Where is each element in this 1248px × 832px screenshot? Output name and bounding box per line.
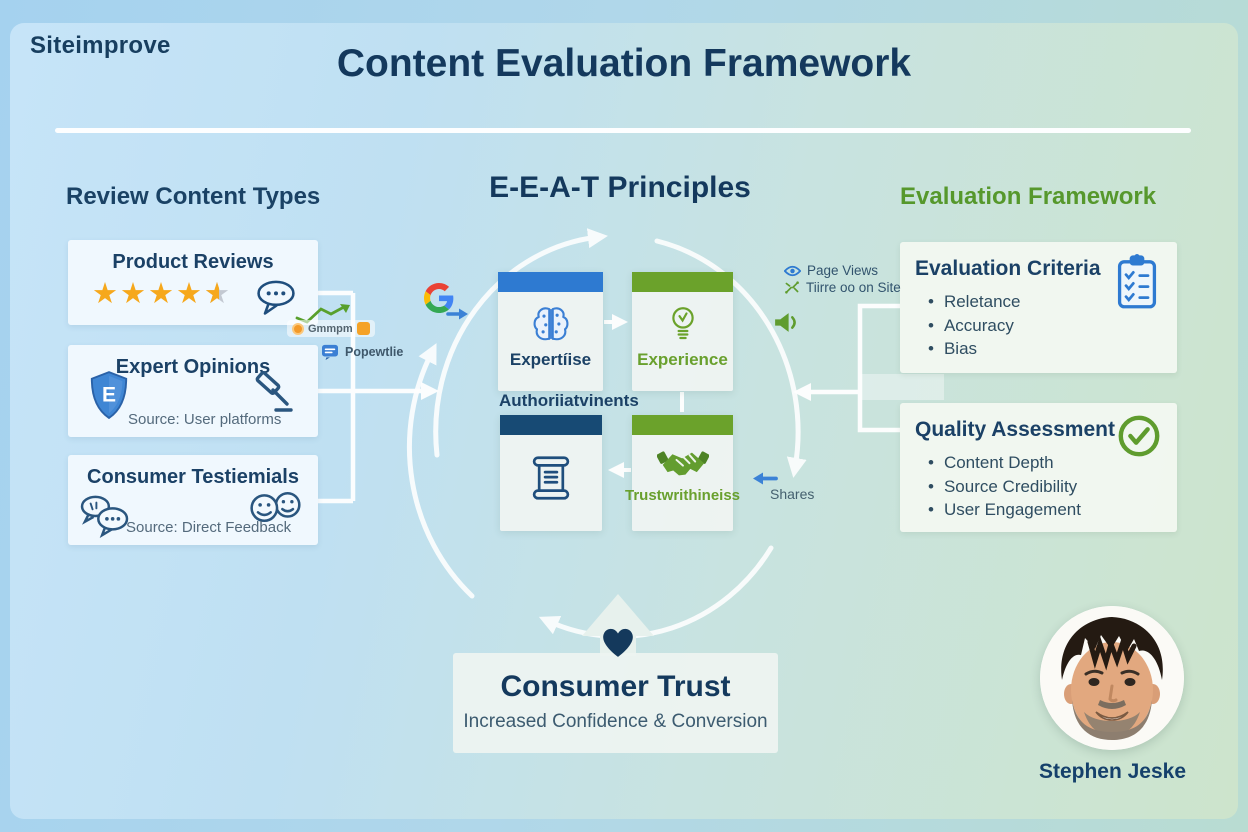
comment-bubble-icon (257, 280, 295, 315)
half-star-icon (204, 280, 232, 309)
checklist-clipboard-icon (1117, 254, 1157, 309)
list-item: User Engagement (928, 498, 1177, 522)
right-column-heading: Evaluation Framework (900, 183, 1157, 210)
brain-icon (533, 307, 568, 341)
expertise-card: Expertíise (498, 272, 603, 391)
page-title: Content Evaluation Framework (336, 42, 912, 85)
consumer-testimonials-card: Consumer Testiemials Source: Direct Feed… (68, 455, 318, 545)
card-title: Product Reviews (112, 251, 274, 273)
star-rating (92, 278, 232, 310)
star-icon (120, 278, 148, 310)
author-name: Stephen Jeske (1038, 760, 1187, 783)
list-item: Bias (928, 337, 1177, 361)
trust-title: Consumer Trust (500, 670, 731, 703)
expert-shield-icon: E (90, 371, 128, 420)
annotation-chip: Popewtlie (321, 344, 403, 360)
author-portrait (1040, 606, 1184, 750)
scroll-icon (532, 456, 570, 500)
check-circle-icon (1118, 415, 1160, 457)
list-item: Content Depth (928, 451, 1177, 475)
expert-opinions-card: Expert Opinions E Source: User platforms (68, 345, 318, 437)
criteria-list: Reletance Accuracy Bias (900, 290, 1177, 361)
center-column-heading: E-E-A-T Principles (489, 171, 751, 204)
consumer-trust-box: Consumer Trust Increased Confidence & Co… (453, 653, 778, 753)
list-item: Reletance (928, 290, 1177, 314)
experience-card: Experience (632, 272, 733, 391)
authoritativeness-label: Authoriiatvinents (499, 391, 639, 410)
time-on-site-icon (785, 281, 799, 294)
source-label: Source: Direct Feedback (126, 519, 292, 536)
list-item: Source Credibility (928, 475, 1177, 499)
metric-label: Page Views (807, 263, 879, 278)
left-column-heading: Review Content Types (66, 183, 321, 210)
divider-line (55, 128, 1191, 133)
page-views-icon (784, 265, 801, 276)
card-title: Evaluation Criteria (915, 257, 1101, 280)
metric-row: Tiirre oo on Site (784, 280, 901, 295)
card-title: Expert Opinions (115, 356, 271, 378)
orange-dot-icon (292, 322, 304, 335)
quality-assessment-card: Quality Assessment Content Depth Source … (900, 403, 1177, 532)
trustworthiness-card: Trustwrithineiss (625, 415, 740, 531)
shares-label: Shares (770, 486, 815, 502)
shares-left-arrow-icon (753, 472, 778, 485)
star-icon (176, 278, 204, 310)
author-avatar (1040, 606, 1184, 750)
card-header-bar (500, 415, 602, 435)
gavel-icon (255, 371, 293, 412)
card-header-bar (498, 272, 603, 292)
heart-icon (603, 628, 633, 657)
testimonial-bubbles-icon (80, 495, 129, 538)
quality-list: Content Depth Source Credibility User En… (900, 451, 1177, 522)
card-title: Consumer Testiemials (87, 466, 299, 488)
handshake-icon (656, 451, 709, 476)
shield-letter: E (102, 384, 116, 407)
card-label: Trustwrithineiss (624, 487, 741, 504)
blue-right-arrow-icon (446, 308, 468, 320)
star-icon (148, 278, 176, 310)
trust-subtitle: Increased Confidence & Conversion (463, 711, 768, 732)
list-item: Accuracy (928, 314, 1177, 338)
metric-label: Tiirre oo on Site (806, 280, 901, 295)
card-header-bar (632, 272, 733, 292)
evaluation-criteria-card: Evaluation Criteria Reletance Accuracy B… (900, 242, 1177, 373)
annotation-chip: Gmmpm (287, 320, 375, 337)
authoritativeness-card (500, 415, 602, 531)
brand-logo: Siteimprove (30, 32, 171, 59)
chip-label: Gmmpm (308, 322, 353, 335)
metric-row: Page Views (784, 263, 901, 278)
chat-app-icon (322, 344, 338, 360)
orange-square-icon (356, 322, 370, 335)
card-header-bar (632, 415, 733, 435)
card-label: Experience (637, 350, 728, 369)
card-label: Expertíise (509, 350, 592, 369)
volume-icon (775, 313, 796, 332)
source-label: Source: User platforms (128, 411, 282, 428)
smiley-faces-icon (250, 491, 301, 523)
star-icon (92, 278, 120, 310)
product-reviews-card: Product Reviews (68, 240, 318, 325)
engagement-metrics: Page Views Tiirre oo on Site (784, 263, 901, 297)
chip-label: Popewtlie (345, 345, 404, 359)
lightbulb-icon (671, 307, 694, 340)
card-title: Quality Assessment (915, 418, 1115, 441)
